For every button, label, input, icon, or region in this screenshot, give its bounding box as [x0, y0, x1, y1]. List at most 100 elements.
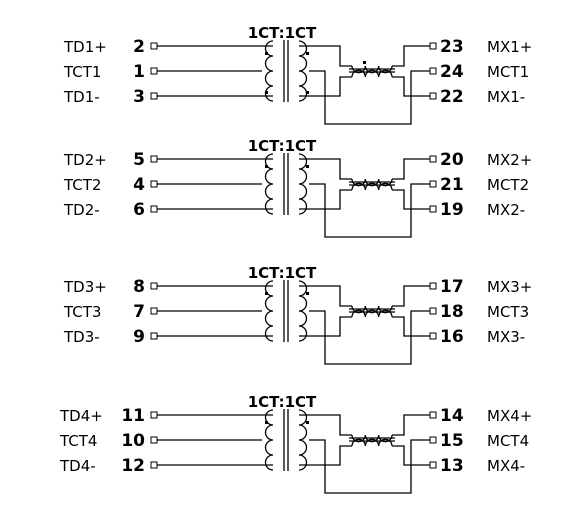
ratio-label-3: 1CT:1CT — [248, 264, 317, 282]
pin-name-right-4-1: MCT4 — [487, 432, 529, 450]
dot-primary-1 — [265, 52, 268, 55]
wire-sec-bot-b-1 — [392, 76, 430, 97]
pad-left-3-0 — [150, 282, 158, 290]
pad-left-2-0 — [150, 155, 158, 163]
choke-coil-bottom-1 — [351, 69, 393, 78]
pin-number-left-3-0: 8 — [133, 277, 145, 297]
wire-sec-bot-a-1 — [299, 76, 352, 97]
wire-sec-bot-a-2 — [299, 189, 352, 210]
wire-sec-top-a-4 — [299, 414, 352, 436]
pad-left-4-0 — [150, 411, 158, 419]
wire-sec-bot-b-2 — [392, 189, 430, 210]
pin-number-right-1-1: 24 — [440, 62, 464, 82]
pad-right-3-0 — [429, 282, 437, 290]
pad-left-1-0 — [150, 42, 158, 50]
pad-left-4-1 — [150, 436, 158, 444]
pin-number-right-2-0: 20 — [440, 150, 464, 170]
pin-number-left-1-1: 1 — [133, 62, 145, 82]
pad-right-2-2 — [429, 205, 437, 213]
pin-number-left-3-2: 9 — [133, 327, 145, 347]
pin-name-left-4-1: TCT4 — [59, 432, 97, 450]
pin-number-left-4-0: 11 — [121, 406, 145, 426]
pad-right-4-1 — [429, 436, 437, 444]
pin-name-right-1-1: MCT1 — [487, 63, 529, 81]
pin-name-left-4-2: TD4- — [59, 457, 96, 475]
pin-number-left-4-2: 12 — [121, 456, 145, 476]
pad-left-4-2 — [150, 461, 158, 469]
pin-name-left-2-2: TD2- — [63, 201, 100, 219]
pad-left-3-1 — [150, 307, 158, 315]
ratio-label-2: 1CT:1CT — [248, 137, 317, 155]
secondary-winding-3 — [298, 280, 308, 342]
pin-name-right-3-0: MX3+ — [487, 278, 532, 296]
pin-number-left-1-2: 3 — [133, 87, 145, 107]
pad-right-3-2 — [429, 332, 437, 340]
primary-winding-4 — [264, 409, 274, 471]
wire-sec-bot-a-4 — [299, 445, 352, 466]
dot-primary-3 — [265, 292, 268, 295]
dot-secondary-3 — [306, 292, 309, 295]
primary-winding-3 — [264, 280, 274, 342]
pin-number-left-4-1: 10 — [121, 431, 145, 451]
pin-name-right-2-2: MX2- — [487, 201, 525, 219]
pad-left-3-2 — [150, 332, 158, 340]
dot-choke-1 — [363, 61, 366, 64]
pin-number-right-2-2: 19 — [440, 200, 464, 220]
pin-number-right-1-0: 23 — [440, 37, 464, 57]
choke-coil-bottom-4 — [351, 438, 393, 447]
secondary-winding-2 — [298, 153, 308, 215]
wire-sec-top-b-4 — [392, 414, 430, 436]
dot-secondary-1 — [306, 52, 309, 55]
wire-centertap-4 — [309, 439, 430, 494]
pin-name-left-1-0: TD1+ — [63, 38, 107, 56]
pin-number-right-4-1: 15 — [440, 431, 464, 451]
wire-centertap-1 — [309, 70, 430, 125]
pad-left-1-2 — [150, 92, 158, 100]
pin-number-right-4-0: 14 — [440, 406, 464, 426]
pin-name-right-2-0: MX2+ — [487, 151, 532, 169]
pin-name-right-3-2: MX3- — [487, 328, 525, 346]
secondary-winding-1 — [298, 40, 308, 102]
ratio-label-1: 1CT:1CT — [248, 24, 317, 42]
pin-number-right-3-2: 16 — [440, 327, 464, 347]
pad-right-3-1 — [429, 307, 437, 315]
pin-number-right-1-2: 22 — [440, 87, 464, 107]
pad-left-2-1 — [150, 180, 158, 188]
pin-name-right-4-2: MX4- — [487, 457, 525, 475]
dot-primary-4 — [265, 421, 268, 424]
pad-left-1-1 — [150, 67, 158, 75]
pin-number-left-2-0: 5 — [133, 150, 145, 170]
choke-coil-bottom-2 — [351, 182, 393, 191]
dot-primary-b-1 — [265, 91, 268, 94]
pin-name-left-1-2: TD1- — [63, 88, 100, 106]
pin-name-left-4-0: TD4+ — [59, 407, 103, 425]
pin-name-left-3-2: TD3- — [63, 328, 100, 346]
pin-name-right-3-1: MCT3 — [487, 303, 529, 321]
pad-right-1-2 — [429, 92, 437, 100]
wire-sec-top-a-2 — [299, 158, 352, 180]
pin-name-right-1-0: MX1+ — [487, 38, 532, 56]
wire-sec-top-b-3 — [392, 285, 430, 307]
dot-secondary-b-1 — [306, 91, 309, 94]
pin-name-right-2-1: MCT2 — [487, 176, 529, 194]
choke-coil-bottom-3 — [351, 309, 393, 318]
pad-right-1-0 — [429, 42, 437, 50]
pin-number-right-2-1: 21 — [440, 175, 464, 195]
pin-name-right-4-0: MX4+ — [487, 407, 532, 425]
pad-right-2-0 — [429, 155, 437, 163]
wire-sec-top-b-2 — [392, 158, 430, 180]
wire-sec-bot-b-4 — [392, 445, 430, 466]
wire-sec-top-a-3 — [299, 285, 352, 307]
pin-name-left-3-1: TCT3 — [63, 303, 101, 321]
wire-centertap-2 — [309, 183, 430, 238]
pin-number-left-1-0: 2 — [133, 37, 145, 57]
pad-right-4-2 — [429, 461, 437, 469]
dot-secondary-4 — [306, 421, 309, 424]
secondary-winding-4 — [298, 409, 308, 471]
dot-secondary-2 — [306, 165, 309, 168]
pin-number-right-4-2: 13 — [440, 456, 464, 476]
pad-right-2-1 — [429, 180, 437, 188]
pad-right-1-1 — [429, 67, 437, 75]
pin-number-right-3-1: 18 — [440, 302, 464, 322]
